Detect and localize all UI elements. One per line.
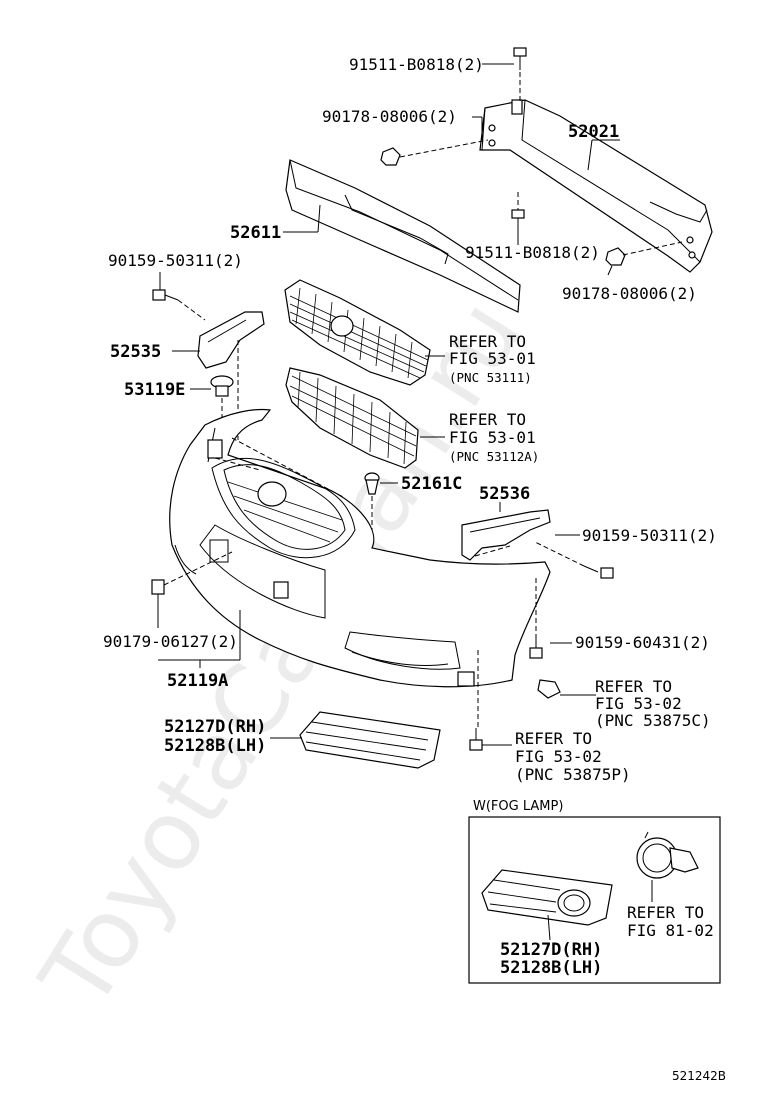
bolt-91511-top[interactable]	[513, 47, 527, 70]
label-inset-refer-1: REFER TO	[627, 903, 704, 922]
label-inset-cover-rh: 52127D(RH)	[500, 940, 602, 960]
label-refer-lower-grille-2: FIG 53-01	[449, 428, 536, 447]
label-screw-90159-50311-right: 90159-50311(2)	[582, 526, 717, 545]
label-52161c: 52161C	[401, 474, 462, 494]
inset-title: W(FOG LAMP)	[473, 799, 563, 814]
retainer-52535[interactable]	[197, 311, 265, 369]
label-refer-53875p-2: FIG 53-02	[515, 747, 602, 766]
label-bolt-91511-top: 91511-B0818(2)	[349, 55, 484, 74]
label-52611: 52611	[230, 223, 281, 243]
fog-lamp-cover[interactable]	[299, 711, 441, 769]
label-refer-lower-grille-3: (PNC 53112A)	[449, 449, 539, 464]
lower-grille[interactable]	[285, 367, 419, 469]
label-refer-lower-grille-1: REFER TO	[449, 410, 526, 429]
label-screw-90159-50311-left: 90159-50311(2)	[108, 251, 243, 270]
fog-lamp-inset	[468, 816, 721, 984]
label-refer-upper-grille-2: FIG 53-01	[449, 349, 536, 368]
clip-52161c[interactable]	[364, 472, 380, 495]
leader-lines	[157, 63, 620, 746]
label-refer-53875p-3: (PNC 53875P)	[515, 765, 631, 784]
label-fog-cover-lh: 52128B(LH)	[164, 736, 266, 756]
bolt-91511-mid[interactable]	[511, 209, 525, 232]
nut-90178-right[interactable]	[605, 247, 626, 266]
clip-53119e[interactable]	[210, 375, 234, 397]
label-refer-upper-grille-1: REFER TO	[449, 332, 526, 351]
screw-90159-50311-right[interactable]	[583, 565, 614, 579]
bolt-53875p[interactable]	[469, 728, 483, 751]
label-52535: 52535	[110, 342, 161, 362]
clip-53875c[interactable]	[537, 679, 561, 699]
label-fog-cover-rh: 52127D(RH)	[164, 717, 266, 737]
label-refer-upper-grille-3: (PNC 53111)	[449, 370, 532, 385]
inset-fog-lamp-cover[interactable]	[481, 869, 613, 926]
upper-grille[interactable]	[284, 279, 431, 386]
label-52021: 52021	[568, 122, 619, 142]
screw-90159-50311-left[interactable]	[152, 289, 179, 301]
diagram-code: 521242B	[672, 1069, 726, 1083]
retainer-52536[interactable]	[461, 509, 551, 561]
label-inset-cover-lh: 52128B(LH)	[500, 958, 602, 978]
label-refer-53875c-1: REFER TO	[595, 677, 672, 696]
screw-90159-60431[interactable]	[529, 635, 543, 659]
nut-90178-top[interactable]	[380, 147, 401, 166]
label-53119e: 53119E	[124, 380, 185, 400]
label-clip-90179-06127: 90179-06127(2)	[103, 632, 238, 651]
label-inset-refer-2: FIG 81-02	[627, 921, 714, 940]
bumper-reinforcement-52021[interactable]	[479, 99, 713, 273]
label-nut-90178-right: 90178-08006(2)	[562, 284, 697, 303]
clip-90179-06127[interactable]	[151, 579, 165, 595]
inset-fog-lamp[interactable]	[636, 831, 699, 879]
label-nut-90178-top: 90178-08006(2)	[322, 107, 457, 126]
bumper-absorber-52611[interactable]	[285, 159, 521, 313]
label-bolt-91511-mid: 91511-B0818(2)	[465, 243, 600, 262]
label-refer-53875p-1: REFER TO	[515, 729, 592, 748]
label-52536: 52536	[479, 484, 530, 504]
label-refer-53875c-2: FIG 53-02	[595, 694, 682, 713]
front-bumper-cover-52119a[interactable]	[169, 408, 551, 688]
label-refer-53875c-3: (PNC 53875C)	[595, 711, 711, 730]
label-52119a: 52119A	[167, 671, 228, 691]
label-screw-90159-60431: 90159-60431(2)	[575, 633, 710, 652]
